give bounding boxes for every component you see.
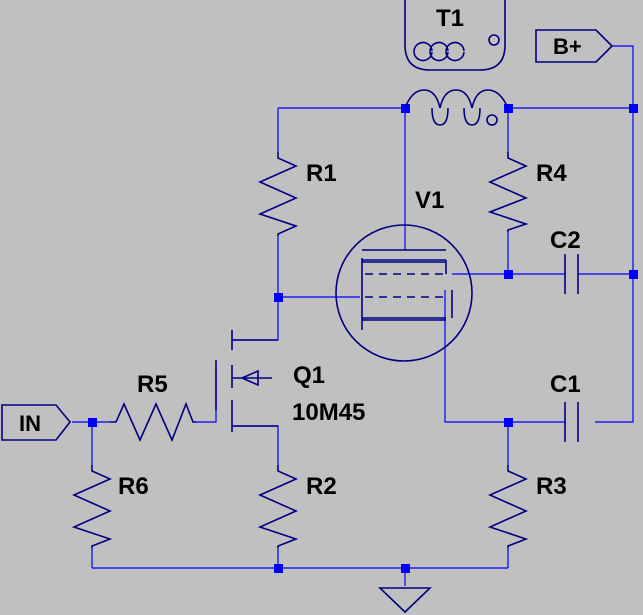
ground-symbol bbox=[378, 587, 432, 614]
label-r6: R6 bbox=[118, 473, 149, 500]
primary-dot bbox=[486, 114, 498, 126]
wire-bplus-rail bbox=[595, 45, 634, 423]
label-q1: Q1 bbox=[293, 362, 325, 389]
resistor-r2 bbox=[257, 465, 299, 548]
label-r2: R2 bbox=[306, 473, 337, 500]
transformer-secondary bbox=[404, 0, 506, 71]
resistor-r3 bbox=[487, 465, 529, 548]
junction-dot bbox=[629, 104, 638, 113]
supply-port-flag bbox=[535, 29, 614, 63]
ground-icon bbox=[378, 587, 432, 614]
resistor-zigzag bbox=[487, 465, 529, 548]
resistor-zigzag bbox=[71, 465, 113, 548]
label-r1: R1 bbox=[306, 160, 337, 187]
secondary-dot bbox=[488, 34, 500, 46]
junction-dot bbox=[504, 104, 513, 113]
tube-plate-lower bbox=[362, 259, 446, 263]
label-c1: C1 bbox=[550, 371, 581, 398]
tube-v1 bbox=[335, 224, 473, 362]
port-in: IN bbox=[1, 404, 72, 441]
component-labels: T1 R1 R4 V1 C2 Q1 10M45 R5 C1 R6 R2 R3 bbox=[118, 5, 581, 500]
junction-dot bbox=[504, 270, 513, 279]
resistor-zigzag bbox=[257, 465, 299, 548]
primary-coil-loops bbox=[431, 107, 481, 126]
junction-dot bbox=[504, 418, 513, 427]
resistor-r5 bbox=[110, 401, 196, 443]
wire-cathode-to-c1 bbox=[444, 290, 565, 423]
junction-dot bbox=[274, 293, 283, 302]
capacitor-c1 bbox=[564, 402, 579, 442]
wires bbox=[72, 45, 634, 586]
tube-envelope bbox=[335, 224, 473, 362]
resistor-r4 bbox=[487, 152, 529, 232]
resistor-zigzag bbox=[110, 401, 196, 443]
label-v1: V1 bbox=[415, 187, 444, 214]
resistor-zigzag bbox=[487, 152, 529, 232]
junction-dot bbox=[401, 104, 410, 113]
input-port-flag bbox=[1, 404, 72, 441]
label-t1: T1 bbox=[436, 5, 464, 32]
junction-dot bbox=[401, 564, 410, 573]
wire-source-to-r2 bbox=[232, 425, 279, 465]
transformer-t1 bbox=[404, 0, 509, 126]
label-r4: R4 bbox=[536, 160, 567, 187]
resistor-r1 bbox=[257, 152, 299, 236]
label-r5: R5 bbox=[137, 371, 168, 398]
supply-port-label: B+ bbox=[553, 34, 582, 59]
mosfet-q1 bbox=[215, 330, 278, 432]
label-c2: C2 bbox=[550, 227, 581, 254]
resistor-zigzag bbox=[257, 152, 299, 236]
mosfet-body-arrow bbox=[232, 369, 272, 387]
junction-dot bbox=[88, 418, 97, 427]
port-bplus: B+ bbox=[535, 29, 614, 63]
resistor-r6 bbox=[71, 465, 113, 548]
wire-r1-to-drain bbox=[232, 236, 279, 341]
label-r3: R3 bbox=[536, 473, 567, 500]
wire-r5-to-gate bbox=[196, 370, 217, 423]
junction-dot bbox=[629, 270, 638, 279]
capacitor-c2 bbox=[564, 254, 579, 294]
tube-cathode bbox=[362, 317, 446, 321]
junction-dot bbox=[274, 564, 283, 573]
label-q1-model: 10M45 bbox=[292, 399, 365, 426]
input-port-label: IN bbox=[19, 411, 41, 436]
primary-coil bbox=[404, 89, 509, 109]
secondary-coil bbox=[413, 41, 465, 62]
junctions bbox=[88, 104, 638, 573]
